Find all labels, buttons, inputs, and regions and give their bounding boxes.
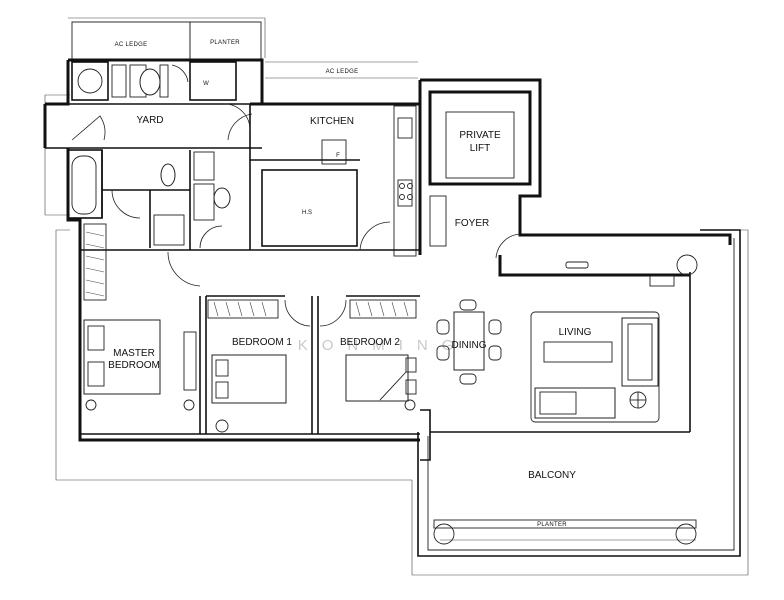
balcony: BALCONY PLANTER <box>417 229 741 557</box>
top-ledges: AC LEDGE PLANTER AC LEDGE <box>71 21 359 75</box>
kitchen-label: KITCHEN <box>310 116 354 127</box>
private-lift-label-1: PRIVATE <box>459 130 501 141</box>
watermark: KONMINGH <box>298 337 493 354</box>
bedroom-1-label: BEDROOM 1 <box>232 337 292 348</box>
dining: DINING <box>436 299 502 385</box>
service-bath: W <box>71 61 237 101</box>
master-bedroom-label-2: BEDROOM <box>108 360 160 371</box>
bedroom-2-label: BEDROOM 2 <box>340 337 400 348</box>
exterior-walls <box>43 58 732 461</box>
common-bath <box>67 149 231 250</box>
foyer-label: FOYER <box>455 218 489 229</box>
fridge-label: F <box>336 153 340 159</box>
corridor <box>80 249 420 434</box>
yard: YARD <box>45 103 262 149</box>
dining-label: DINING <box>452 340 487 351</box>
ac-ledge-top-label: AC LEDGE <box>115 42 148 48</box>
master-bedroom-label-1: MASTER <box>113 348 155 359</box>
ac-ledge-mid-label: AC LEDGE <box>326 69 359 75</box>
bedroom-2: BEDROOM 2 <box>340 299 417 411</box>
bedroom-1: BEDROOM 1 <box>207 299 292 433</box>
master-bedroom: MASTER BEDROOM <box>83 223 197 411</box>
living-label: LIVING <box>559 327 592 338</box>
lift-foyer: PRIVATE LIFT FOYER <box>428 90 532 259</box>
balcony-label: BALCONY <box>528 470 576 481</box>
private-lift-label-2: LIFT <box>470 143 491 154</box>
hs-label: H.S <box>302 210 312 216</box>
planter-bottom-label: PLANTER <box>537 522 567 528</box>
living: LIVING <box>430 261 691 433</box>
planter-top-label: PLANTER <box>210 40 240 46</box>
washer-label: W <box>203 81 209 87</box>
kitchen: F H.S KITCHEN <box>221 103 417 257</box>
yard-label: YARD <box>136 115 163 126</box>
